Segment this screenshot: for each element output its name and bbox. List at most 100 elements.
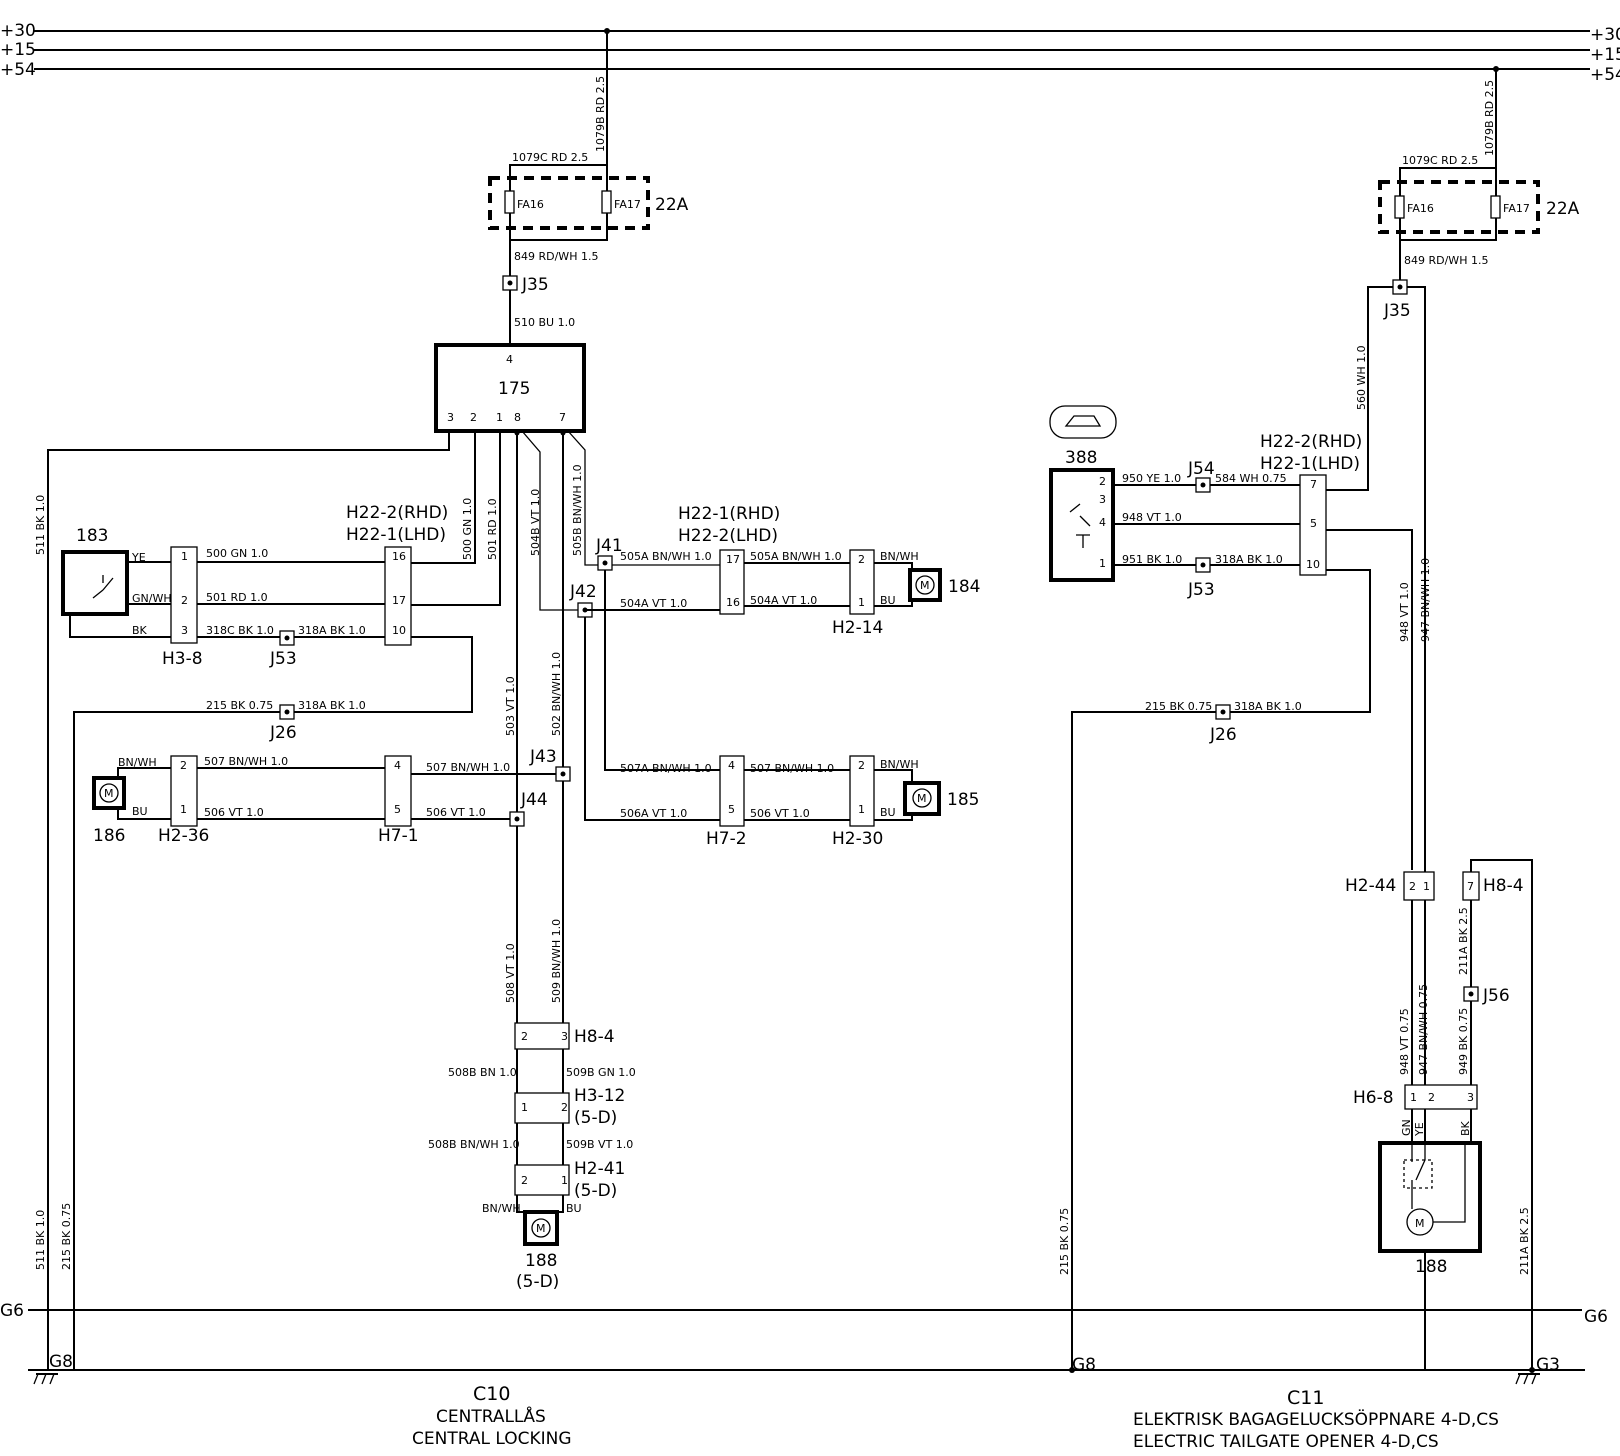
c10-label-h2-41: H2-41	[574, 1159, 625, 1179]
svg-text:1: 1	[496, 411, 503, 424]
c10-lock-switch-183	[61, 550, 129, 616]
c10-wire-507b: 507 BN/WH 1.0	[426, 761, 510, 774]
c10-component-186: 186	[93, 826, 125, 846]
c11-wire-948: 948 VT 1.0	[1122, 511, 1182, 524]
c10-h22-right-lhd: H22-2(LHD)	[678, 526, 778, 546]
c10-wire-506b: 506 VT 1.0	[426, 806, 486, 819]
c10-h22-right-rhd: H22-1(RHD)	[678, 504, 780, 524]
svg-text:10: 10	[392, 624, 406, 637]
c11-fuse-fa17: FA17	[1503, 202, 1530, 215]
c10-wire-507a: 507A BN/WH 1.0	[620, 762, 712, 775]
svg-text:5: 5	[1310, 517, 1317, 530]
c10-splice-j41: J41	[595, 536, 623, 556]
c11-wire-318a: 318A BK 1.0	[1215, 553, 1283, 566]
svg-text:2: 2	[470, 411, 477, 424]
c10-splice-j43: J43	[529, 747, 557, 767]
c11-label-h8-4: H8-4	[1483, 876, 1524, 896]
c10-wire-1079c: 1079C RD 2.5	[512, 151, 588, 164]
svg-text:1: 1	[1099, 557, 1106, 570]
c10-wire-511-ground: 511 BK 1.0	[34, 1210, 47, 1270]
c11-h22-rhd: H22-2(RHD)	[1260, 432, 1362, 452]
c11-splice-j56: J56	[1482, 986, 1510, 1006]
rail-labels: +30 +15 +54 +30 +15 +54 G6 G6 G8 G8 G3	[0, 21, 1620, 1375]
c11-wire-215-ground: 215 BK 0.75	[1058, 1208, 1071, 1275]
svg-text:2: 2	[858, 553, 865, 566]
svg-text:BK: BK	[132, 624, 148, 637]
svg-text:2: 2	[1428, 1091, 1435, 1104]
svg-text:16: 16	[392, 550, 406, 563]
c10-wire-511: 511 BK 1.0	[34, 495, 47, 555]
c10-motor-188	[523, 1210, 559, 1246]
c11-label-h6-8: H6-8	[1353, 1088, 1394, 1108]
c10-component-188-variant: (5-D)	[516, 1272, 559, 1292]
c10-h22-left-rhd: H22-2(RHD)	[346, 503, 448, 523]
c10-component-184: 184	[948, 577, 980, 597]
c11-component-388: 388	[1065, 448, 1097, 468]
svg-text:2: 2	[858, 759, 865, 772]
svg-text:BN/WH: BN/WH	[482, 1202, 521, 1215]
c10-label-h3-12: H3-12	[574, 1086, 625, 1106]
c11-wire-948b: 948 VT 0.75	[1398, 1008, 1411, 1075]
svg-text:1: 1	[561, 1174, 568, 1187]
svg-text:3: 3	[447, 411, 454, 424]
svg-text:M: M	[917, 792, 927, 805]
c10-h22-right-connector	[719, 549, 745, 615]
c10-h22-left-lhd: H22-1(LHD)	[346, 525, 446, 545]
c10-connector-h3-8	[170, 546, 198, 644]
svg-text:M: M	[536, 1222, 546, 1235]
c10-wire-504a: 504A VT 1.0	[620, 597, 687, 610]
c10-wire-215-ground: 215 BK 0.75	[60, 1203, 73, 1270]
rail-54-left: +54	[0, 60, 36, 80]
svg-text:BU: BU	[880, 806, 896, 819]
svg-text:YE: YE	[1413, 1122, 1426, 1137]
rail-15-right: +15	[1590, 45, 1620, 65]
svg-text:7: 7	[1467, 880, 1474, 893]
c10-h22-left-connector	[384, 546, 412, 646]
svg-text:3: 3	[1099, 493, 1106, 506]
svg-text:17: 17	[726, 553, 740, 566]
svg-text:BN/WH: BN/WH	[880, 758, 919, 771]
svg-text:3: 3	[181, 624, 188, 637]
svg-text:2: 2	[1409, 880, 1416, 893]
c10-wire-505a: 505A BN/WH 1.0	[620, 550, 712, 563]
c11-wire-951: 951 BK 1.0	[1122, 553, 1182, 566]
c10-connector-h2-14	[849, 549, 875, 615]
c11-wire-1079b: 1079B RD 2.5	[1483, 80, 1496, 156]
c10-title-en: CENTRAL LOCKING	[412, 1429, 572, 1449]
c10-connector-h2-41	[514, 1164, 570, 1196]
c11-wire-318a-2: 318A BK 1.0	[1234, 700, 1302, 713]
ground-g8-left: G8	[49, 1352, 73, 1372]
c10-wire-504a-2: 504A VT 1.0	[750, 594, 817, 607]
c10-label-h8-4: H8-4	[574, 1027, 615, 1047]
c11-code: C11	[1287, 1387, 1324, 1409]
c10-label-h7-2: H7-2	[706, 829, 747, 849]
c11-wire-211a-ground: 211A BK 2.5	[1518, 1207, 1531, 1275]
c11-wire-560: 560 WH 1.0	[1355, 345, 1368, 410]
svg-text:1: 1	[1423, 880, 1430, 893]
rail-15-left: +15	[0, 40, 36, 60]
svg-text:7: 7	[559, 411, 566, 424]
c10-connector-h7-2	[719, 755, 745, 827]
ground-symbol-right	[1515, 1373, 1540, 1385]
c11-wire-947-v: 947 BN/WH 1.0	[1419, 558, 1432, 642]
c10-wire-500b: 500 GN 1.0	[206, 547, 268, 560]
c10-wire-318a: 318A BK 1.0	[298, 624, 366, 637]
c10-wire-506c: 506 VT 1.0	[750, 807, 810, 820]
c10-label-h2-41-variant: (5-D)	[574, 1181, 617, 1201]
svg-text:YE: YE	[131, 551, 146, 564]
supply-rails	[28, 30, 1590, 1371]
c10-ecu-id: 175	[498, 379, 530, 399]
ground-symbol-left	[33, 1373, 58, 1385]
c10-title-sv: CENTRALLÅS	[436, 1405, 546, 1427]
c11-splice-j54: J54	[1187, 459, 1215, 479]
svg-text:4: 4	[1099, 516, 1106, 529]
c10-wire-500: 500 GN 1.0	[461, 498, 474, 560]
c10-wire-510: 510 BU 1.0	[514, 316, 575, 329]
c11-wire-849: 849 RD/WH 1.5	[1404, 254, 1488, 267]
c11-h22-lhd: H22-1(LHD)	[1260, 454, 1360, 474]
c10-splice-j53: J53	[269, 649, 297, 669]
c11-wire-949: 949 BK 0.75	[1457, 1008, 1470, 1075]
c11-connector-h2-44	[1403, 871, 1435, 901]
c10-wire-215: 215 BK 0.75	[206, 699, 273, 712]
c10-label-h7-1: H7-1	[378, 826, 419, 846]
